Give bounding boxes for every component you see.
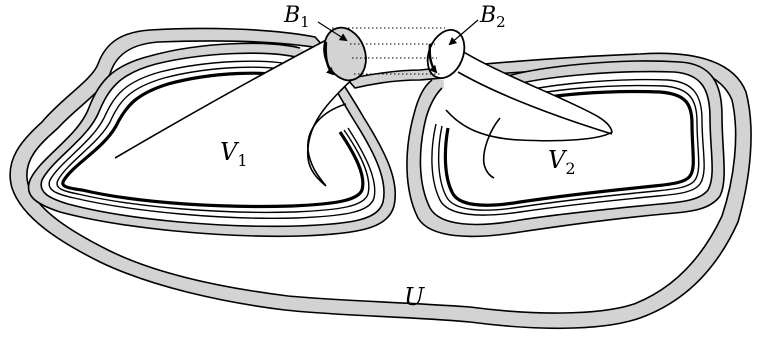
disk-B2-orientation-arrow: [428, 43, 438, 74]
handle-right-body: [439, 35, 613, 142]
label-B1: B1: [283, 3, 310, 31]
label-U: U: [404, 283, 425, 311]
label-V2: V2: [548, 146, 576, 178]
B1-pointer-arrow: [317, 21, 348, 42]
handle-right-tube-lower: [457, 71, 613, 135]
region-V2-curve-b: [437, 84, 700, 211]
label-V1: V1: [220, 138, 248, 170]
label-B2: B2: [479, 3, 506, 31]
region-V2-boundary: [443, 89, 695, 207]
region-V2-curve-a: [431, 78, 705, 216]
handle-left-inner-curve: [307, 103, 347, 187]
disk-B1-orientation-arrow: [324, 41, 335, 76]
region-V1-boundary: [61, 71, 365, 209]
B2-pointer-arrow: [448, 19, 479, 46]
region-V1-curve-b: [56, 66, 370, 214]
handle-right-inner-curve: [482, 117, 501, 179]
dotted-identification-lines: [332, 27, 445, 75]
region-V1-curve-a: [48, 60, 376, 219]
